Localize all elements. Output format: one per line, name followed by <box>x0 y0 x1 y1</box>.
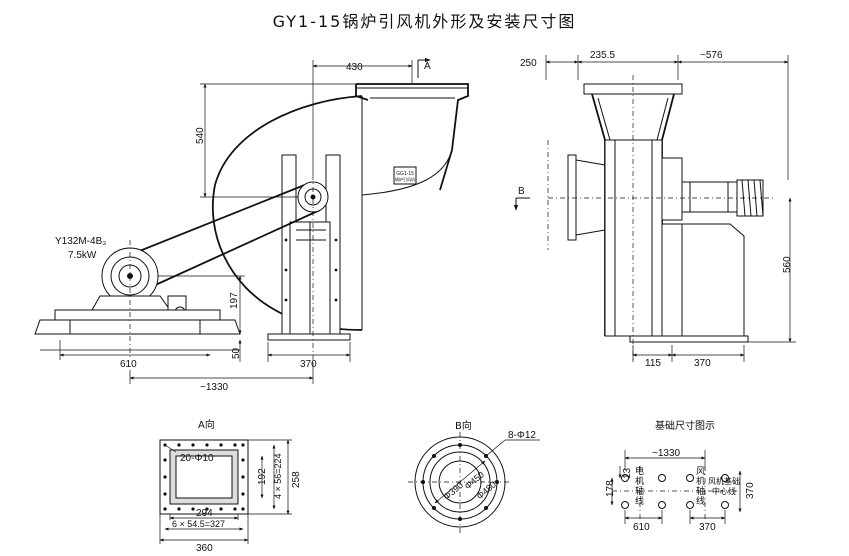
dim-235-5: 235.5 <box>590 50 615 61</box>
foundation-dim-1330: ~1330 <box>652 448 681 459</box>
fan-axis-1: 风 <box>696 466 705 477</box>
side-view: B 250 235.5 ~576 560 115 370 <box>513 50 796 369</box>
dim-610: 610 <box>120 359 137 370</box>
foundation-plan: 基础尺寸图示 ~1330 电 机 轴 线 风 机 轴 线 风机基础 中心线 13… <box>605 419 756 533</box>
view-a-dim-360: 360 <box>196 543 213 554</box>
dim-50: 50 <box>231 347 242 359</box>
view-a-holes: 20-Φ10 <box>180 453 214 464</box>
view-a-dim-294: 294 <box>196 508 213 519</box>
dim-115: 115 <box>645 358 661 369</box>
motor-axis-3: 轴 <box>635 485 644 497</box>
view-a-dim-192: 192 <box>257 468 268 485</box>
front-view: GG1-15 锅炉引风机 <box>34 57 469 393</box>
motor-base <box>34 319 241 335</box>
fan-axis-2: 机 <box>696 475 705 487</box>
foundation-dim-610: 610 <box>633 522 650 533</box>
view-a-flange: A向 20-Φ10 192 4 × 56=224 258 294 6 × 54.… <box>159 418 302 554</box>
foundation-dim-178: 178 <box>605 480 616 497</box>
dim-1330-front: ~1330 <box>200 382 229 393</box>
view-a-dim-258: 258 <box>291 471 302 488</box>
fan-axis-3: 轴 <box>696 485 705 497</box>
foundation-dim-13: 13 <box>622 467 633 479</box>
fan-base-plate <box>267 333 351 341</box>
side-inlet-flange <box>567 154 577 241</box>
foundation-dim-370-h: 370 <box>699 522 716 533</box>
dim-430: 430 <box>346 62 363 73</box>
drawing-title: GY1-15锅炉引风机外形及安装尺寸图 <box>272 12 577 31</box>
dim-560: 560 <box>782 256 793 273</box>
nameplate <box>393 166 417 185</box>
view-a-dim-4x56: 4 × 56=224 <box>273 453 283 499</box>
nameplate-line1: GG1-15 <box>396 171 414 177</box>
view-a-flag: A <box>424 61 431 72</box>
dim-370-front: 370 <box>300 359 317 370</box>
foundation-title: 基础尺寸图示 <box>655 419 715 432</box>
motor-axis-2: 机 <box>635 475 644 487</box>
nameplate-line2: 锅炉引风机 <box>395 176 415 182</box>
view-b-flag: B <box>518 186 525 197</box>
dim-197: 197 <box>229 292 240 309</box>
view-b-flange: B向 8-Φ12 Φ390 Φ450 Φ480 <box>408 419 540 534</box>
side-stand <box>661 223 745 337</box>
motor-axis-1: 电 <box>635 465 644 477</box>
dim-250: 250 <box>520 58 537 69</box>
motor-model: Y132M-4B₃ <box>55 236 106 247</box>
dim-540: 540 <box>195 127 206 144</box>
foundation-dim-370-v: 370 <box>745 482 756 499</box>
foundation-center-2: 中心线 <box>712 486 736 496</box>
belt-lower <box>139 209 321 293</box>
belt-upper <box>126 183 308 257</box>
side-base-plate <box>629 335 749 343</box>
view-b-holes: 8-Φ12 <box>508 430 536 441</box>
motor-axis-4: 线 <box>635 495 644 507</box>
motor-power: 7.5kW <box>68 250 97 261</box>
view-b-title: B向 <box>455 419 472 432</box>
view-a-title: A向 <box>198 418 215 431</box>
side-casing <box>604 139 663 337</box>
motor-slide-rail <box>54 309 221 321</box>
view-a-dim-6x54: 6 × 54.5=327 <box>172 519 225 529</box>
fan-axis-4: 线 <box>696 495 705 507</box>
dim-576: ~576 <box>700 50 723 61</box>
dim-370-side: 370 <box>694 358 711 369</box>
foundation-center-1: 风机基础 <box>708 476 740 486</box>
